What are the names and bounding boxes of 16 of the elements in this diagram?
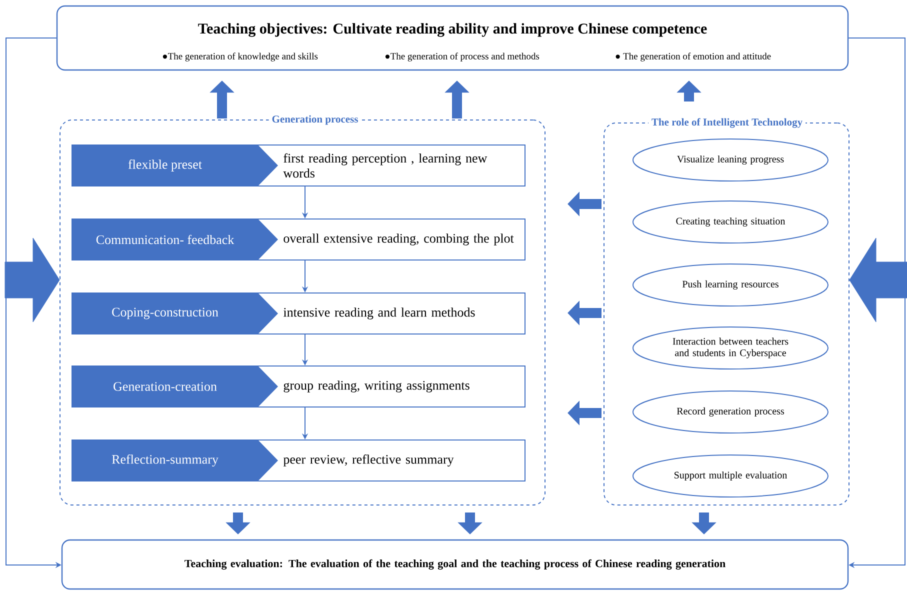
- step-box: Coping-construction intensive reading and learn methods: [72, 292, 526, 334]
- function-oval: Creating teaching situation: [632, 200, 828, 244]
- evaluation-box: Teaching evaluation: The evaluation of the teaching goal and the teaching process of Chinese reading generation: [61, 539, 849, 590]
- block-arrow: [849, 238, 907, 322]
- step-box: Communication- feedback overall extensive reading, combing the plot: [72, 218, 526, 260]
- feedback-line: [848, 38, 906, 568]
- function-oval: Interaction between teachers and students in Cyberspace: [632, 326, 828, 370]
- objective-box: Teaching objectives: Cultivate reading ability and improve Chinese competence ●The generation of knowledge and skills ●The generation of process and methods ● The generation of emotion and attitude: [56, 5, 849, 71]
- function-oval: Push learning resources: [632, 264, 828, 306]
- step-box: Reflection-summary peer review, reflective summary: [72, 440, 526, 482]
- function-oval: Visualize leaning progress: [632, 138, 828, 182]
- step-box: Generation-creation group reading, writing assignments: [72, 366, 526, 408]
- function-oval: Record generation process: [632, 390, 828, 434]
- function-oval: Support multiple evaluation: [632, 454, 828, 498]
- step-box: flexible preset first reading perception , learning new words: [72, 144, 526, 186]
- block-arrow: [4, 238, 60, 322]
